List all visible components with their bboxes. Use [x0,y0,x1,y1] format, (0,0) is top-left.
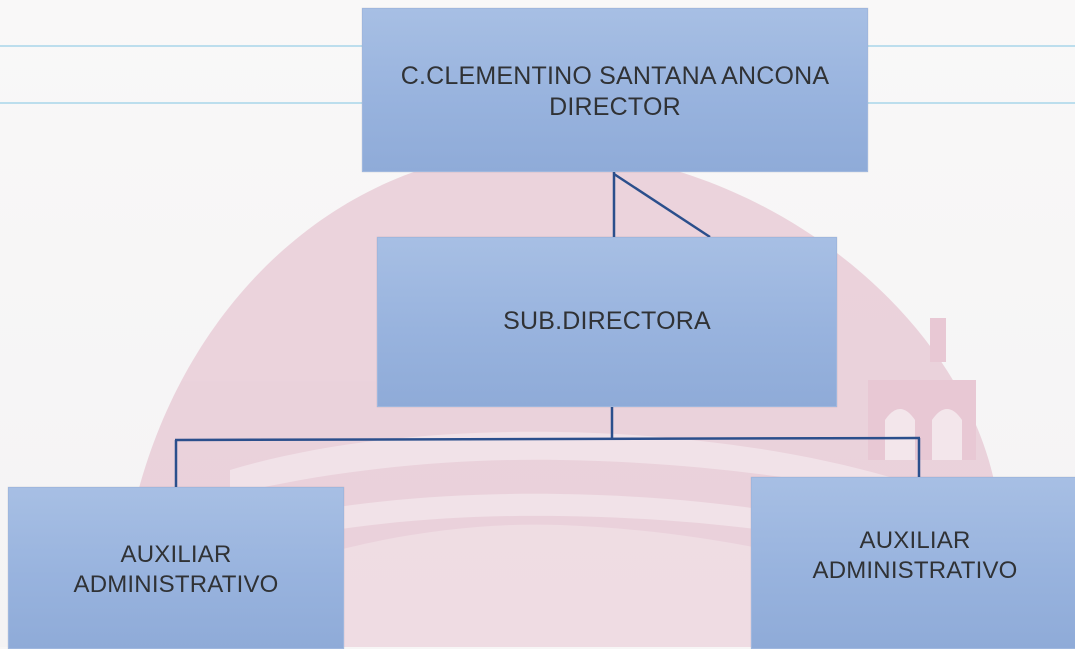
aux-left-line1: AUXILIAR [120,541,232,568]
auxiliar-administrativo-right-box: AUXILIAR ADMINISTRATIVO [751,477,1075,649]
subdirectora-box: SUB.DIRECTORA [377,237,837,407]
director-name: C.CLEMENTINO SANTANA ANCONA [400,62,830,90]
aux-left-line2: ADMINISTRATIVO [73,571,279,598]
director-box: C.CLEMENTINO SANTANA ANCONA DIRECTOR [362,8,868,172]
connector-horizontal-bus [174,436,921,442]
director-role: DIRECTOR [549,93,681,122]
auxiliar-administrativo-left-box: AUXILIAR ADMINISTRATIVO [8,487,344,649]
subdirectora-role: SUB.DIRECTORA [503,307,711,336]
connector-director-subdirectora-diagonal [613,172,711,239]
org-connectors [174,172,921,487]
aux-right-line2: ADMINISTRATIVO [812,557,1018,584]
aux-right-line1: AUXILIAR [859,527,971,554]
